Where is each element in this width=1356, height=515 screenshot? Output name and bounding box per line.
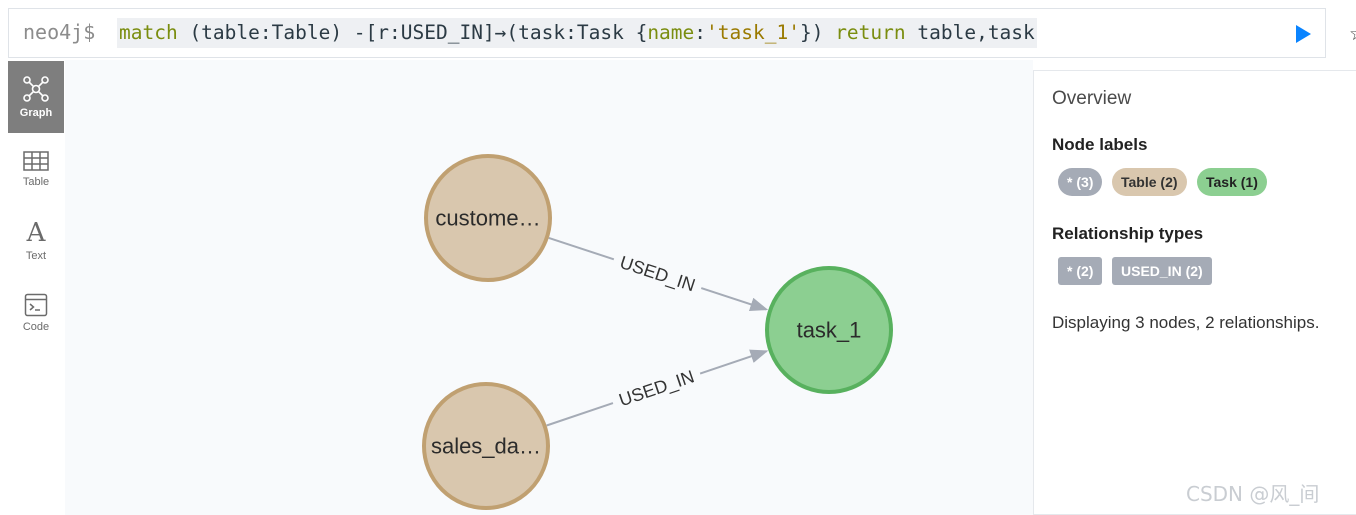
graph-canvas[interactable]: USED_IN USED_IN custome… sales_da… task_1	[65, 60, 1033, 515]
query-token: table,task	[905, 21, 1035, 44]
node-circle	[424, 154, 552, 282]
overview-title: Overview	[1052, 88, 1132, 109]
view-table-button[interactable]: Table	[8, 133, 64, 205]
graph-node-sales[interactable]: sales_da…	[422, 382, 550, 510]
node-labels-heading: Node labels	[1052, 135, 1148, 154]
query-token: match	[119, 21, 178, 44]
graph-icon	[23, 76, 49, 102]
edge-line-segment	[548, 237, 615, 261]
relationship-edge[interactable]: USED_IN	[546, 349, 769, 427]
node-label-pill[interactable]: * (3)	[1058, 168, 1103, 196]
node-circle	[422, 382, 550, 510]
edge-label: USED_IN	[616, 366, 697, 411]
query-token: name	[647, 21, 695, 44]
text-icon: A	[26, 218, 46, 248]
graph-node-customer[interactable]: custome…	[424, 154, 552, 282]
relationship-types-heading: Relationship types	[1052, 224, 1204, 243]
favorite-button[interactable]: ☆	[1349, 23, 1356, 45]
view-table-label: Table	[22, 176, 50, 188]
node-label-pill[interactable]: Task (1)	[1197, 168, 1267, 196]
graph-svg: USED_IN USED_IN custome… sales_da… task_1	[422, 154, 893, 510]
view-code-label: Code	[22, 321, 50, 333]
query-input[interactable]: match (table:Table) -[r:USED_IN]→(task:T…	[117, 18, 1037, 48]
play-icon	[1296, 25, 1311, 43]
code-icon	[24, 293, 48, 317]
node-label: sales_da…	[431, 434, 541, 459]
editor-prompt: neo4j$	[23, 20, 96, 44]
node-circle	[765, 266, 893, 394]
star-icon: ☆	[1349, 23, 1356, 45]
node-label-pill[interactable]: Table (2)	[1112, 168, 1187, 196]
table-icon	[23, 151, 49, 171]
relationship-type-pill[interactable]: USED_IN (2)	[1112, 257, 1212, 285]
query-token: :	[694, 21, 707, 44]
relationship-type-pill[interactable]: * (2)	[1058, 257, 1103, 285]
display-status: Displaying 3 nodes, 2 relationships.	[1052, 313, 1320, 332]
query-token: (table:Table) -[r:USED_IN]→(task:Task {	[177, 21, 648, 44]
view-graph-button[interactable]: Graph	[8, 61, 64, 133]
edge-arrow-segment	[699, 349, 769, 375]
node-label: custome…	[435, 206, 540, 231]
edge-line-segment	[546, 402, 614, 427]
view-code-button[interactable]: Code	[8, 277, 64, 349]
view-graph-label: Graph	[19, 107, 53, 119]
query-token: 'task_1'	[706, 21, 800, 44]
overview-panel: Overview Node labels * (3) Table (2) Task …	[1033, 70, 1356, 515]
relationship-edge[interactable]: USED_IN	[548, 237, 769, 312]
query-token: })	[799, 21, 836, 44]
watermark: CSDN @风_间	[1186, 482, 1320, 506]
graph-node-task1[interactable]: task_1	[765, 266, 893, 394]
query-editor-bar: neo4j$ match (table:Table) -[r:USED_IN]→…	[8, 8, 1356, 58]
query-token: return	[835, 21, 906, 44]
run-query-button[interactable]	[1291, 22, 1315, 46]
result-view-switcher: Graph Table A Text Code	[8, 60, 66, 515]
node-label: task_1	[797, 318, 862, 343]
view-text-button[interactable]: A Text	[8, 205, 64, 277]
view-text-label: Text	[25, 250, 47, 262]
edge-arrow-segment	[700, 287, 769, 312]
edge-label: USED_IN	[617, 252, 698, 296]
